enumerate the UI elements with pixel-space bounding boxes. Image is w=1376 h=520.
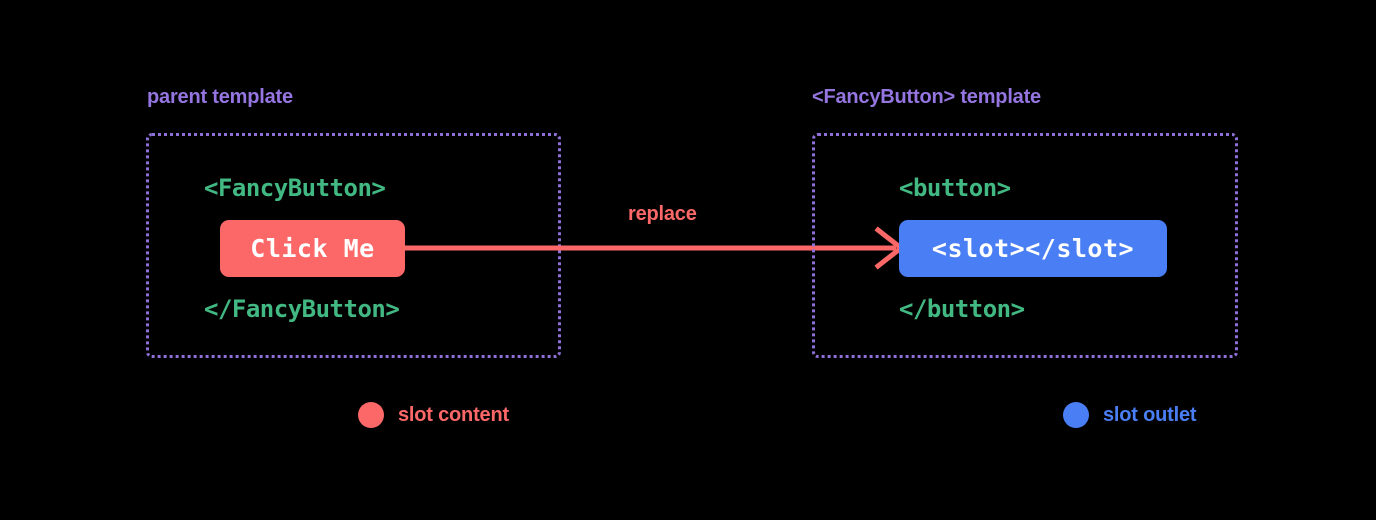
legend-item-slot-outlet: slot outlet bbox=[1063, 402, 1197, 428]
replace-arrow-label: replace bbox=[628, 203, 697, 225]
legend-item-slot-content: slot content bbox=[358, 402, 509, 428]
fancybutton-template-title: <FancyButton> template bbox=[812, 86, 1041, 108]
legend-swatch-slot-content-icon bbox=[358, 402, 384, 428]
code-tag-button-open: <button> bbox=[899, 174, 1011, 202]
code-tag-fancybutton-open: <FancyButton> bbox=[204, 174, 386, 202]
legend-swatch-slot-outlet-icon bbox=[1063, 402, 1089, 428]
code-tag-fancybutton-close: </FancyButton> bbox=[204, 295, 400, 323]
slot-outlet-chip[interactable]: <slot></slot> bbox=[899, 220, 1167, 277]
legend-label-slot-content: slot content bbox=[398, 404, 509, 426]
code-tag-button-close: </button> bbox=[899, 295, 1025, 323]
legend-label-slot-outlet: slot outlet bbox=[1103, 404, 1197, 426]
slot-outlet-chip-label: <slot></slot> bbox=[931, 234, 1135, 263]
slot-content-chip[interactable]: Click Me bbox=[220, 220, 405, 277]
parent-template-title: parent template bbox=[147, 86, 293, 108]
fancybutton-template-panel bbox=[812, 133, 1238, 358]
slot-content-chip-label: Click Me bbox=[250, 234, 375, 263]
